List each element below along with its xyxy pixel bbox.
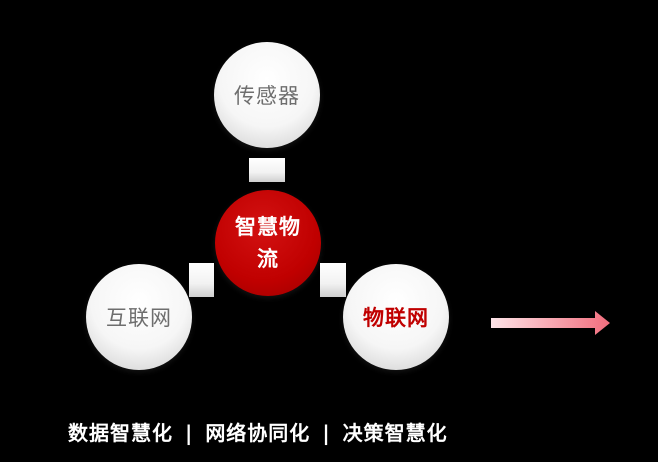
connector-internet-hub <box>189 263 214 297</box>
connector-hub-iot <box>320 263 346 297</box>
tagline-decision-intelligence: 决策智慧化 <box>342 421 448 445</box>
connector-sensor-hub <box>249 158 285 182</box>
node-iot-label: 物联网 <box>363 306 429 330</box>
node-smart-logistics-line1: 智慧物 <box>235 215 301 239</box>
node-internet-label: 互联网 <box>106 306 172 330</box>
tagline-separator-1: | <box>185 421 194 445</box>
node-smart-logistics-line2: 流 <box>257 247 279 271</box>
tagline-network-collaboration: 网络协同化 <box>205 421 311 445</box>
arrow-right-icon <box>491 311 610 335</box>
node-sensor-label: 传感器 <box>234 84 300 108</box>
node-internet: 互联网 <box>86 264 192 370</box>
node-smart-logistics: 智慧物 流 <box>215 190 321 296</box>
node-sensor: 传感器 <box>214 42 320 148</box>
tagline: 数据智慧化 | 网络协同化 | 决策智慧化 <box>68 417 448 446</box>
tagline-data-intelligence: 数据智慧化 <box>68 421 173 445</box>
node-smart-logistics-label: 智慧物 流 <box>235 211 301 275</box>
node-iot: 物联网 <box>343 264 449 370</box>
tagline-separator-2: | <box>322 421 331 445</box>
